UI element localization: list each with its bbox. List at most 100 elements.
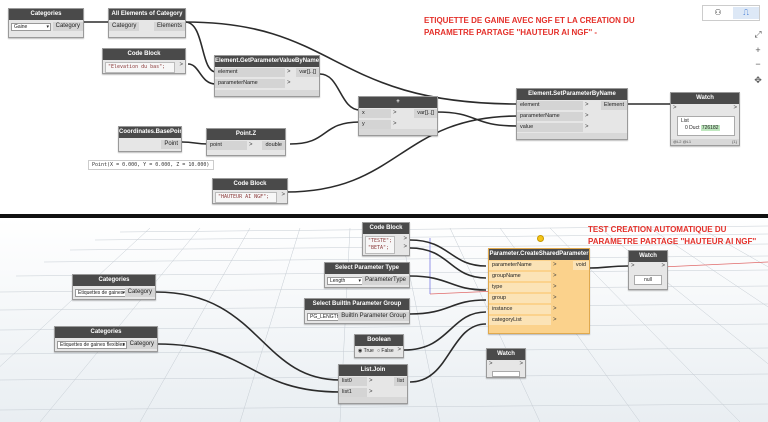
node-watch-top[interactable]: Watch > > List 0 Duct 726182 @L2 @L1 {1}: [670, 92, 740, 146]
graph-mode-icon[interactable]: ⎍: [733, 7, 759, 19]
node-point-z[interactable]: Point.Z point > double: [206, 128, 286, 156]
code-editor[interactable]: "Elevation du bas";: [105, 62, 175, 73]
code-line-1: "TESTE";: [368, 238, 393, 244]
zoom-in-icon[interactable]: +: [755, 45, 761, 55]
input-row: categoryList >: [489, 315, 589, 326]
input-port-group[interactable]: group: [489, 294, 551, 303]
input-port-value[interactable]: value: [517, 123, 583, 132]
node-title: Element.SetParameterByName: [517, 89, 627, 100]
node-title: +: [359, 97, 437, 108]
boolean-true-option[interactable]: ◉ True: [358, 348, 374, 354]
input-port-group-name[interactable]: groupName: [489, 272, 551, 281]
zoom-out-icon[interactable]: −: [755, 59, 761, 69]
node-code-block-hauteur[interactable]: Code Block "HAUTEUR AI NGF"; >: [212, 178, 288, 204]
input-port-y[interactable]: y: [359, 120, 391, 129]
input-port-icon[interactable]: >: [673, 105, 677, 111]
output-port-category[interactable]: Category: [124, 288, 155, 297]
input-port-element[interactable]: element: [517, 101, 583, 110]
chevron-right-icon: >: [249, 142, 253, 148]
output-port-icon[interactable]: >: [661, 263, 665, 269]
output-port-icon[interactable]: >: [403, 244, 407, 250]
node-coordinates-basepoint[interactable]: Coordinates.BasePoint Point: [118, 126, 182, 152]
node-categories-etiquettes-gaines-flexibles[interactable]: Categories Etiquettes de gaines flexible…: [54, 326, 158, 352]
geometry-mode-icon[interactable]: ⚇: [714, 8, 722, 17]
output-port-parameter-type[interactable]: ParameterType: [361, 276, 409, 285]
bottom-workspace[interactable]: TEST CREATION AUTOMATIQUE DU PARAMETRE P…: [0, 218, 768, 422]
node-categories-etiquettes-gaines[interactable]: Categories Etiquettes de gaines Category: [72, 274, 156, 300]
node-watch-bottom[interactable]: Watch > > null: [628, 250, 668, 290]
input-port-parameter-name[interactable]: parameterName: [215, 79, 285, 88]
chevron-right-icon: >: [553, 295, 557, 301]
output-port-void[interactable]: void: [572, 261, 589, 270]
input-row: groupName >: [489, 271, 589, 282]
category-dropdown[interactable]: Etiquettes de gaines: [75, 289, 127, 297]
parameter-type-dropdown[interactable]: Length: [327, 277, 363, 285]
node-watch-unconnected[interactable]: Watch > >: [486, 348, 526, 378]
watch-element-id[interactable]: 726182: [700, 125, 720, 131]
panel-divider: [0, 214, 768, 218]
output-port-var[interactable]: var[]..[]: [414, 109, 437, 118]
input-port-category-list[interactable]: categoryList: [489, 316, 551, 325]
input-port-instance[interactable]: instance: [489, 305, 551, 314]
input-port-icon[interactable]: >: [489, 361, 493, 367]
output-port-icon[interactable]: >: [179, 62, 183, 68]
output-port-element[interactable]: Element: [600, 101, 627, 110]
output-port-category[interactable]: Category: [52, 22, 83, 31]
input-port-category[interactable]: Category: [109, 22, 140, 31]
node-create-shared-parameter[interactable]: Parameter.CreateSharedParameter paramete…: [488, 248, 590, 334]
input-port-parameter-name[interactable]: parameterName: [489, 261, 551, 270]
node-select-builtin-parameter-group[interactable]: Select BuiltIn Parameter Group PG_LENGTH…: [304, 298, 410, 324]
node-get-parameter-value-by-name[interactable]: Element.GetParameterValueByName element …: [214, 55, 320, 97]
input-port-type[interactable]: type: [489, 283, 551, 292]
chevron-right-icon: >: [369, 378, 373, 384]
pan-icon[interactable]: ✥: [754, 75, 762, 85]
output-port-var[interactable]: var[]..[]: [296, 68, 319, 77]
node-boolean[interactable]: Boolean ◉ True ○ False >: [354, 334, 404, 358]
node-categories-top[interactable]: Categories Gaine Category: [8, 8, 84, 38]
output-port-list[interactable]: list: [394, 377, 407, 386]
watch-levels: @L2 @L1: [673, 139, 692, 144]
node-title: Code Block: [363, 223, 409, 234]
node-code-block-elevation[interactable]: Code Block "Elevation du bas"; >: [102, 48, 186, 74]
node-list-join[interactable]: List.Join list0 > list list1 >: [338, 364, 408, 404]
view-mode-toggle[interactable]: ⚇ ⎍: [702, 5, 760, 21]
watch-item-row: 0 Duct 726182: [681, 125, 731, 132]
output-port-builtin-group[interactable]: BuiltIn Parameter Group: [338, 312, 409, 321]
watch-count: {1}: [732, 139, 737, 144]
top-workspace[interactable]: ETIQUETTE DE GAINE AVEC NGF ET LA CREATI…: [0, 0, 768, 214]
node-plus[interactable]: + x > var[]..[] y >: [358, 96, 438, 136]
boolean-false-option[interactable]: ○ False: [377, 348, 394, 354]
code-editor[interactable]: "TESTE"; "BETA";: [365, 236, 395, 254]
output-port-icon[interactable]: >: [281, 192, 285, 198]
node-select-parameter-type[interactable]: Select Parameter Type Length ParameterTy…: [324, 262, 410, 288]
watch-list-label: List: [681, 118, 689, 124]
output-port-icon[interactable]: >: [403, 236, 407, 242]
input-port-list0[interactable]: list0: [339, 377, 367, 386]
code-editor[interactable]: "HAUTEUR AI NGF";: [215, 192, 277, 203]
watch-output: [492, 371, 520, 377]
input-port-element[interactable]: element: [215, 68, 285, 77]
output-port-category[interactable]: Category: [126, 340, 157, 349]
input-port-x[interactable]: x: [359, 109, 391, 118]
output-port-point[interactable]: Point: [161, 140, 181, 149]
chevron-right-icon: >: [553, 273, 557, 279]
node-all-elements-of-category[interactable]: All Elements of Category Category Elemen…: [108, 8, 186, 38]
output-port-double[interactable]: double: [262, 141, 285, 150]
category-dropdown[interactable]: Etiquettes de gaines flexibles: [57, 341, 127, 349]
input-port-icon[interactable]: >: [631, 263, 635, 269]
input-port-parameter-name[interactable]: parameterName: [517, 112, 583, 121]
output-port-icon[interactable]: >: [519, 361, 523, 367]
node-title: Categories: [55, 327, 157, 338]
node-code-block-teste-beta[interactable]: Code Block "TESTE"; "BETA"; > >: [362, 222, 410, 256]
category-dropdown[interactable]: Gaine: [11, 23, 51, 31]
output-port-elements[interactable]: Elements: [153, 22, 185, 31]
input-port-point[interactable]: point: [207, 141, 247, 150]
fit-view-icon[interactable]: ⤢: [754, 29, 762, 39]
input-port-list1[interactable]: list1: [339, 388, 367, 397]
node-set-parameter-by-name[interactable]: Element.SetParameterByName element > Ele…: [516, 88, 628, 140]
warning-icon[interactable]: [537, 235, 544, 242]
false-label: False: [381, 348, 394, 354]
chevron-right-icon: >: [553, 317, 557, 323]
output-port-icon[interactable]: >: [397, 347, 401, 353]
output-port-icon[interactable]: >: [733, 105, 737, 111]
